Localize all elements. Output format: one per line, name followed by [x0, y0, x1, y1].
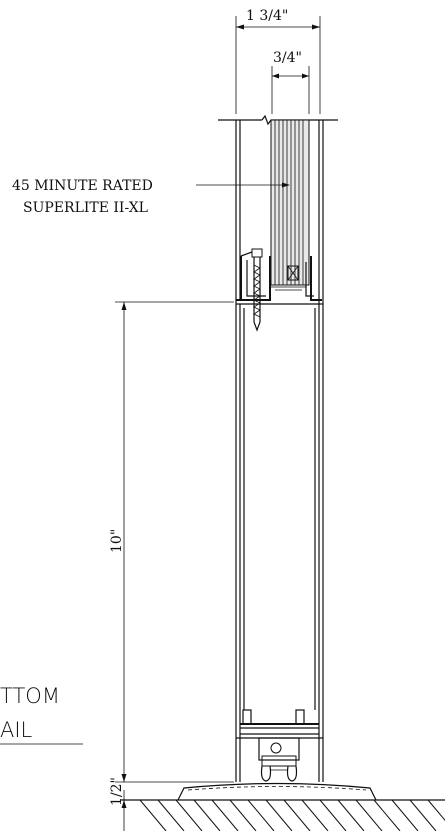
frame-walls	[235, 120, 324, 782]
floor-gap-dimension: 1/2"	[109, 777, 127, 831]
fire-rated-glass-panel	[270, 119, 310, 286]
detail-title-line1: TTOM	[0, 684, 60, 708]
screw-fastener	[251, 248, 263, 332]
floor	[120, 799, 445, 831]
floor-hatch-line	[229, 799, 257, 831]
detail-title-line2: AIL	[0, 718, 33, 742]
detail-title: TTOM AIL	[0, 684, 83, 745]
floor-hatch-line	[355, 799, 383, 831]
glass-stop-assembly	[240, 251, 322, 301]
floor-hatch-line	[247, 799, 275, 831]
glass-width-label: 3/4"	[273, 50, 302, 66]
overall-width-dimension: 1 3/4"	[235, 8, 321, 114]
floor-hatch-line	[211, 799, 239, 831]
floor-hatch-line	[373, 799, 401, 831]
floor-hatch-line	[175, 799, 203, 831]
glazing-callout-line1: 45 MINUTE RATED	[12, 178, 153, 194]
floor-hatch-line	[139, 799, 167, 831]
bottom-sweep-seal	[258, 737, 300, 782]
overall-width-label: 1 3/4"	[246, 8, 288, 24]
threshold	[177, 782, 377, 801]
glazing-callout-line2: SUPERLITE II-XL	[23, 200, 148, 216]
floor-hatch-line	[283, 799, 311, 831]
floor-hatch-line	[157, 799, 185, 831]
rail-height-label: 10"	[109, 529, 125, 553]
floor-hatch-line	[427, 799, 445, 822]
floor-hatch-line	[265, 799, 293, 831]
rail-height-dimension: 10"	[109, 301, 234, 783]
floor-hatch-line	[337, 799, 365, 831]
glass-width-dimension: 3/4"	[271, 50, 310, 114]
rail-top-cap	[236, 299, 323, 782]
floor-hatch-line	[319, 799, 347, 831]
floor-hatch-line	[391, 799, 419, 831]
floor-gap-label: 1/2"	[109, 777, 125, 806]
floor-hatch-line	[409, 799, 437, 831]
floor-hatch-line	[193, 799, 221, 831]
floor-hatch-line	[301, 799, 329, 831]
bottom-retainers	[236, 709, 323, 739]
glazing-callout: 45 MINUTE RATED SUPERLITE II-XL	[12, 178, 290, 216]
